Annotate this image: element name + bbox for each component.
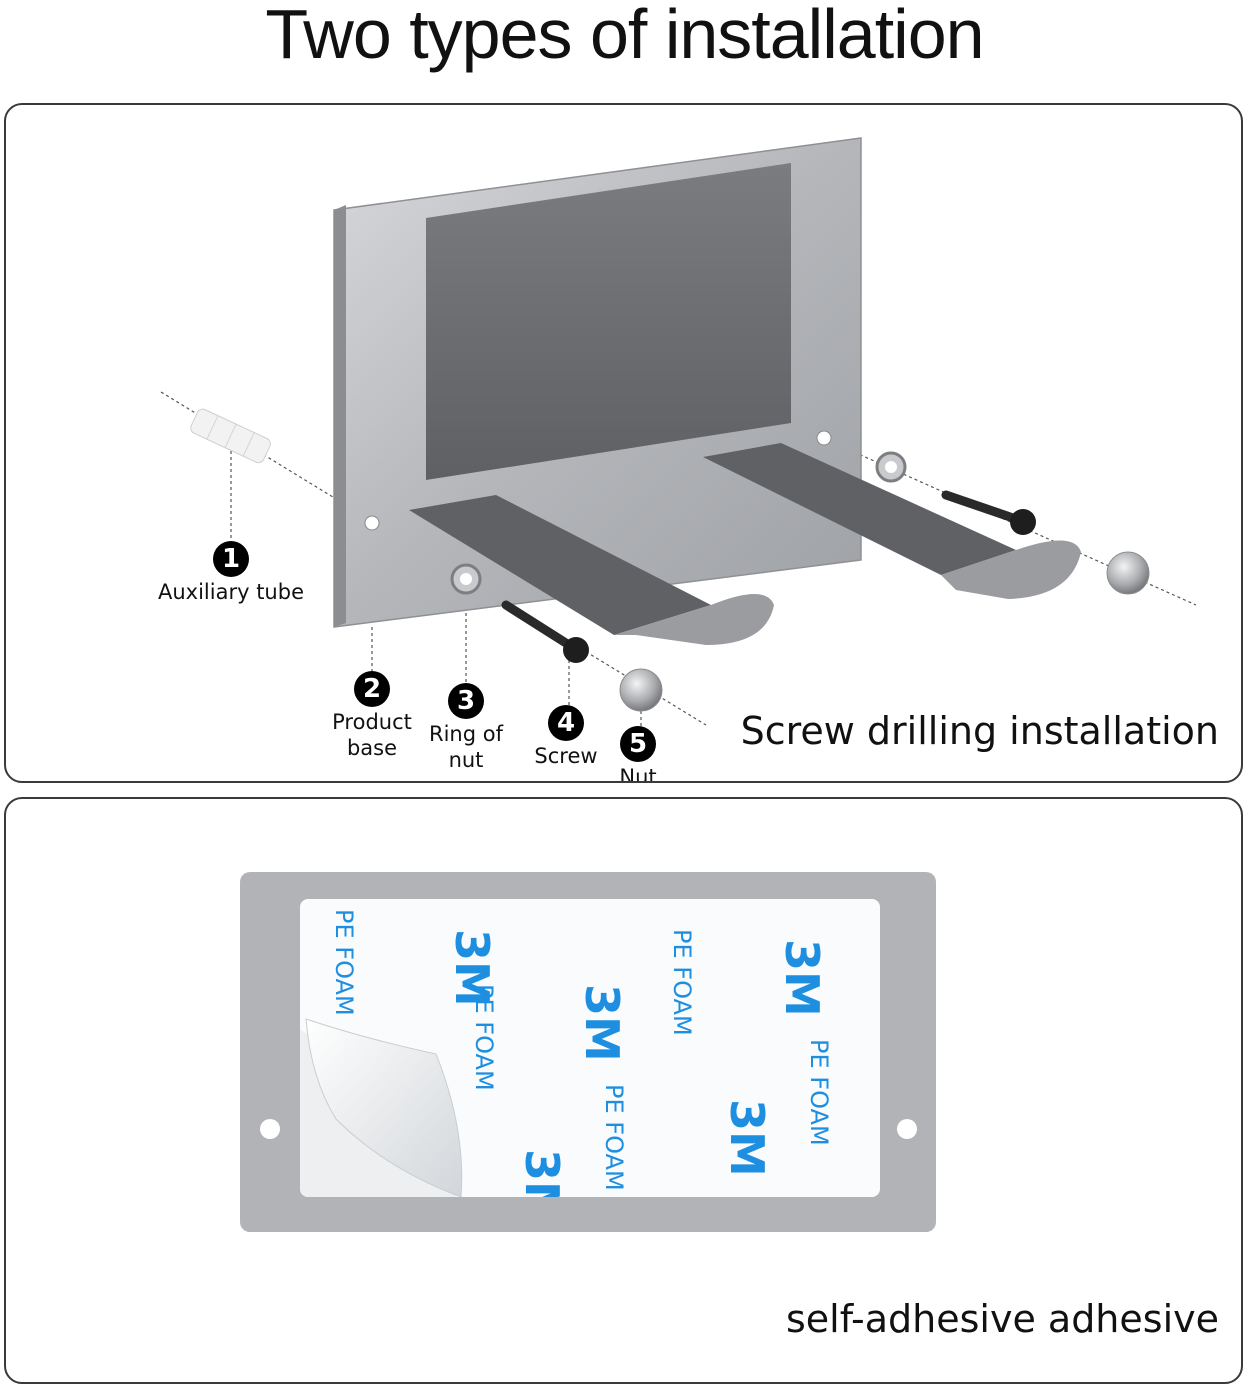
svg-text:PE FOAM: PE FOAM [600,1084,628,1191]
part-label: Screw [534,744,598,768]
svg-text:3M: 3M [720,1099,774,1177]
page-title: Two types of installation [265,0,984,73]
ring-of-nut-shape [450,451,907,595]
adhesive-installation-caption: self-adhesive adhesive [785,1297,1219,1341]
svg-text:PE FOAM: PE FOAM [668,929,696,1036]
part-label: Auxiliary tube [157,580,304,604]
left-arm-shape [409,495,774,645]
right-arm-shape [703,443,1081,599]
part-screw: 4 Screw [506,705,626,769]
svg-text:PE FOAM: PE FOAM [470,984,498,1091]
svg-text:3M: 3M [445,929,499,1007]
svg-text:3M: 3M [515,1149,569,1227]
foam-tape: 3M 3M 3M 3M 3M PE FOAM PE FOAM PE FOAM P… [300,899,880,1227]
part-ring-of-nut: 3 Ring of nut [406,683,526,773]
part-number-badge: 3 [448,683,484,719]
svg-text:3M: 3M [575,984,629,1062]
part-label: Nut [619,765,657,783]
adhesive-installation-illustration: 3M 3M 3M 3M 3M PE FOAM PE FOAM PE FOAM P… [240,872,936,1232]
part-product-base: 2 Product base [312,671,432,761]
screw-shape [501,490,1036,663]
screw-installation-caption: Screw drilling installation [740,709,1219,753]
part-number-badge: 2 [354,671,390,707]
part-number-badge: 4 [548,705,584,741]
nut-shape [619,551,1150,712]
svg-text:PE FOAM: PE FOAM [805,1039,833,1146]
part-auxiliary-tube: 1 Auxiliary tube [158,541,304,605]
svg-text:3M: 3M [775,939,829,1017]
tape-print: 3M 3M 3M 3M 3M [445,929,829,1227]
part-nut: 5 Nut [578,726,698,783]
svg-text:PE FOAM: PE FOAM [330,909,358,1016]
adhesive-installation-panel: 3M 3M 3M 3M 3M PE FOAM PE FOAM PE FOAM P… [4,797,1243,1384]
part-label: Ring of nut [429,722,503,772]
part-label: Product base [332,710,412,760]
auxiliary-tube-shape [190,408,271,464]
part-number-badge: 5 [620,726,656,762]
screw-installation-illustration [160,137,1197,730]
part-number-badge: 1 [213,541,249,577]
screw-installation-panel: 1 Auxiliary tube 2 Product base 3 Ring o… [4,103,1243,783]
